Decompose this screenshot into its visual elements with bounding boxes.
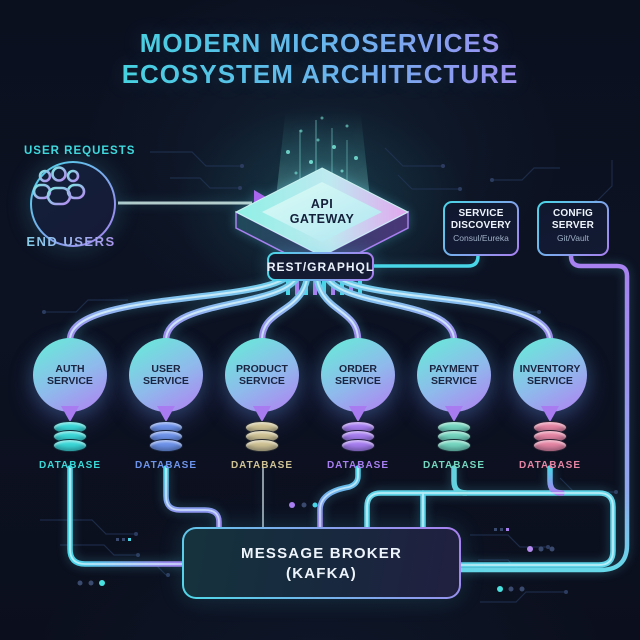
database-to-broker-links bbox=[67, 465, 616, 568]
title-line-1: MODERN MICROSERVICES bbox=[139, 28, 501, 58]
service-label: PAYMENT SERVICE bbox=[429, 363, 479, 387]
gateway-to-service-links bbox=[66, 264, 554, 344]
service-node-auth: AUTH SERVICE bbox=[33, 338, 107, 412]
database-payment: DATABASE bbox=[406, 421, 502, 471]
database-label: DATABASE bbox=[230, 460, 294, 471]
database-inventory: DATABASE bbox=[502, 421, 598, 471]
connector-service-discovery bbox=[373, 247, 480, 268]
accent-dots bbox=[77, 502, 555, 592]
page-title: MODERN MICROSERVICES ECOSYSTEM ARCHITECT… bbox=[0, 28, 640, 90]
service-node-product: PRODUCT SERVICE bbox=[225, 338, 299, 412]
service-column-user: USER SERVICE DATABASE bbox=[118, 338, 214, 498]
api-gateway-chip-icon bbox=[234, 167, 410, 273]
message-broker-box: MESSAGE BROKER (KAFKA) bbox=[182, 527, 461, 599]
database-icon bbox=[245, 421, 279, 452]
service-label: USER SERVICE bbox=[143, 363, 189, 387]
database-label: DATABASE bbox=[422, 460, 486, 471]
service-discovery-title: SERVICE DISCOVERY bbox=[450, 208, 512, 231]
node-pointer bbox=[445, 406, 463, 422]
protocol-badge: REST/GRAPHQL bbox=[267, 252, 374, 281]
database-label: DATABASE bbox=[134, 460, 198, 471]
config-server-subtitle: Git/Vault bbox=[557, 233, 589, 243]
service-label: AUTH SERVICE bbox=[47, 363, 93, 387]
node-pointer bbox=[61, 406, 79, 422]
end-users-icon bbox=[32, 166, 86, 206]
service-column-inventory: INVENTORY SERVICE DATABASE bbox=[502, 338, 598, 498]
database-icon bbox=[341, 421, 375, 452]
database-icon bbox=[437, 421, 471, 452]
service-label: PRODUCT SERVICE bbox=[236, 363, 288, 387]
database-product: DATABASE bbox=[214, 421, 310, 471]
database-label: DATABASE bbox=[518, 460, 582, 471]
node-pointer bbox=[157, 406, 175, 422]
service-label: INVENTORY SERVICE bbox=[519, 363, 581, 387]
end-users-label: END USERS bbox=[10, 234, 132, 249]
database-icon bbox=[149, 421, 183, 452]
service-discovery-box: SERVICE DISCOVERY Consul/Eureka bbox=[443, 201, 519, 256]
service-column-auth: AUTH SERVICE DATABASE bbox=[22, 338, 118, 498]
service-column-order: ORDER SERVICE DATABASE bbox=[310, 338, 406, 498]
user-requests-label: USER REQUESTS bbox=[24, 145, 136, 157]
service-label: ORDER SERVICE bbox=[335, 363, 381, 387]
database-label: DATABASE bbox=[326, 460, 390, 471]
service-node-inventory: INVENTORY SERVICE bbox=[513, 338, 587, 412]
node-pointer bbox=[253, 406, 271, 422]
api-gateway-label: API GATEWAY bbox=[289, 197, 355, 226]
node-pointer bbox=[349, 406, 367, 422]
broker-title: MESSAGE BROKER bbox=[241, 544, 402, 562]
title-line-2: ECOSYSTEM ARCHITECTURE bbox=[121, 59, 519, 89]
database-user: DATABASE bbox=[118, 421, 214, 471]
database-icon bbox=[53, 421, 87, 452]
service-column-payment: PAYMENT SERVICE DATABASE bbox=[406, 338, 502, 498]
node-pointer bbox=[541, 406, 559, 422]
database-auth: DATABASE bbox=[22, 421, 118, 471]
database-label: DATABASE bbox=[38, 460, 102, 471]
broker-subtitle: (KAFKA) bbox=[286, 564, 357, 582]
service-column-product: PRODUCT SERVICE DATABASE bbox=[214, 338, 310, 498]
connector-config-server bbox=[459, 247, 630, 573]
beam-particles bbox=[286, 116, 358, 188]
database-order: DATABASE bbox=[310, 421, 406, 471]
service-discovery-subtitle: Consul/Eureka bbox=[453, 233, 509, 243]
end-users-node bbox=[30, 161, 116, 247]
config-server-box: CONFIG SERVER Git/Vault bbox=[537, 201, 609, 256]
database-icon bbox=[533, 421, 567, 452]
service-node-user: USER SERVICE bbox=[129, 338, 203, 412]
service-node-order: ORDER SERVICE bbox=[321, 338, 395, 412]
config-server-title: CONFIG SERVER bbox=[551, 208, 595, 231]
service-node-payment: PAYMENT SERVICE bbox=[417, 338, 491, 412]
